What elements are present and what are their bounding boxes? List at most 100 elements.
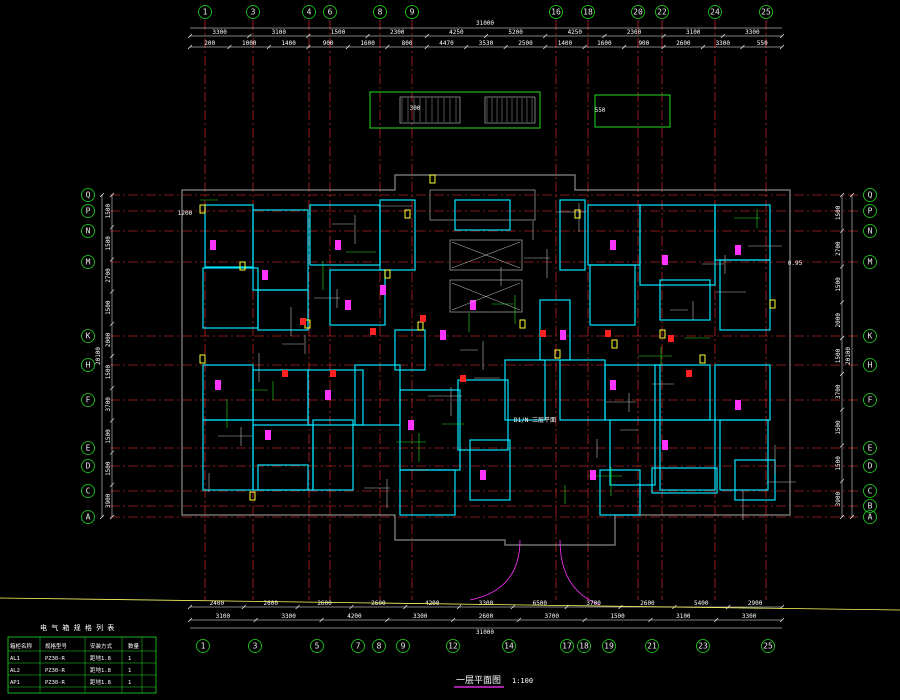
axis-left-bubble-0 [81, 188, 95, 202]
bottom-dim-seg-6: 1500 [610, 613, 625, 620]
yellow-mark-6 [249, 491, 256, 501]
right-dim-seg-6: 1500 [835, 420, 842, 435]
axis-left-label-1: P [86, 207, 91, 216]
axis-top-label-3: 6 [328, 8, 333, 17]
axis-left-bubble-1 [81, 204, 95, 218]
red-mark-2 [420, 315, 426, 322]
top-dim-fine-9: 1400 [558, 40, 573, 47]
axis-top-label-5: 9 [410, 8, 415, 17]
table-cell-2-3: 1 [128, 668, 131, 674]
bottom-dim-fine-7: 3700 [586, 600, 601, 607]
axis-right-label-2: N [868, 227, 873, 236]
magenta-mark-17 [590, 470, 596, 480]
bottom-dim-fine-6: 6500 [533, 600, 548, 607]
axis-top-label-0: 1 [203, 8, 208, 17]
top-dim-fine-0: 200 [204, 40, 215, 47]
axis-right-label-4: K [868, 332, 873, 341]
room-wall-7 [394, 329, 426, 371]
room-wall-35 [559, 199, 586, 271]
top-dim-fine-14: 550 [757, 40, 768, 47]
axis-top-label-11: 25 [761, 8, 771, 17]
magenta-mark-2 [335, 240, 341, 250]
bottom-dim-seg-3: 3300 [413, 613, 428, 620]
table-title: 电 气 箱 规 格 列 表 [40, 623, 114, 632]
axis-right-bubble-10 [863, 499, 877, 513]
axis-right-label-8: D [868, 462, 873, 471]
table-cell-3-0: AP1 [10, 680, 20, 686]
bottom-dim-fine-2: 2600 [317, 600, 332, 607]
right-dim-seg-5: 3700 [835, 384, 842, 399]
left-dim-seg-5: 1500 [105, 364, 112, 379]
bottom-dim-seg-1: 3300 [281, 613, 296, 620]
axis-right-bubble-9 [863, 484, 877, 498]
axis-top-label-9: 22 [657, 8, 667, 17]
right-dim-seg-0: 1500 [835, 205, 842, 220]
axis-left-label-0: Q [86, 191, 91, 200]
axis-bottom-bubble-8 [560, 639, 574, 653]
axis-right-bubble-6 [863, 393, 877, 407]
axis-top-label-8: 20 [633, 8, 643, 17]
bottom-dim-fine-3: 2600 [371, 600, 386, 607]
axis-top-bubble-8 [631, 5, 645, 19]
bottom-dim-seg-2: 4200 [347, 613, 362, 620]
right-dim-seg-8: 3900 [835, 492, 842, 507]
axis-bottom-bubble-11 [645, 639, 659, 653]
axis-bottom-label-10: 19 [604, 642, 614, 651]
yellow-mark-1 [239, 261, 246, 271]
magenta-mark-6 [325, 390, 331, 400]
bottom-dim-fine-1: 2600 [264, 600, 279, 607]
left-dim-seg-8: 1500 [105, 461, 112, 476]
yellow-mark-5 [199, 354, 206, 364]
room-wall-30 [589, 264, 636, 326]
left-dim-seg-2: 2700 [105, 268, 112, 283]
bottom-dim-total: 31000 [476, 629, 494, 636]
axis-bottom-label-13: 25 [763, 642, 773, 651]
axis-top-bubble-11 [759, 5, 773, 19]
top-dim-fine-8: 2500 [518, 40, 533, 47]
axis-top-label-6: 16 [551, 8, 561, 17]
axis-left-label-6: F [86, 396, 91, 405]
magenta-mark-1 [262, 270, 268, 280]
room-wall-13 [257, 464, 309, 491]
red-mark-4 [330, 370, 336, 377]
axis-left-bubble-7 [81, 441, 95, 455]
room-wall-23 [609, 419, 656, 486]
magenta-mark-15 [560, 330, 566, 340]
axis-right-bubble-4 [863, 329, 877, 343]
top-dim-total: 31000 [476, 20, 494, 27]
axis-bottom-bubble-1 [248, 639, 262, 653]
table-cell-3-3: 1 [128, 680, 131, 686]
axis-bottom-bubble-2 [310, 639, 324, 653]
axis-top-bubble-9 [655, 5, 669, 19]
top-dim-fine-1: 1000 [242, 40, 257, 47]
table-cell-0-2: 安装方式 [90, 642, 113, 650]
bottom-dim-fine-5: 3300 [479, 600, 494, 607]
axis-top-bubble-4 [373, 5, 387, 19]
axis-bottom-label-6: 12 [448, 642, 458, 651]
room-wall-37 [734, 459, 776, 501]
top-dim-fine-3: 900 [323, 40, 334, 47]
top-dim-seg-4: 4250 [449, 29, 464, 36]
right-dim-seg-3: 2000 [835, 313, 842, 328]
axis-left-label-3: M [86, 258, 91, 267]
axis-left-bubble-10 [81, 510, 95, 524]
magenta-mark-12 [662, 440, 668, 450]
axis-right-bubble-5 [863, 358, 877, 372]
axis-left-bubble-6 [81, 393, 95, 407]
yellow-mark-0 [199, 204, 206, 214]
magenta-mark-14 [470, 300, 476, 310]
red-mark-8 [540, 330, 546, 337]
red-mark-9 [460, 375, 466, 382]
table-cell-1-2: 距地1.8 [90, 654, 111, 662]
left-dim-seg-3: 1500 [105, 300, 112, 315]
axis-bottom-bubble-4 [372, 639, 386, 653]
room-wall-14 [312, 419, 354, 491]
top-dim-seg-6: 4250 [568, 29, 583, 36]
bottom-dim-fine-9: 5400 [694, 600, 709, 607]
axis-bottom-label-9: 18 [579, 642, 589, 651]
top-dim-seg-0: 3300 [212, 29, 227, 36]
annotation-0: D1/N-三层平面 [514, 417, 556, 424]
